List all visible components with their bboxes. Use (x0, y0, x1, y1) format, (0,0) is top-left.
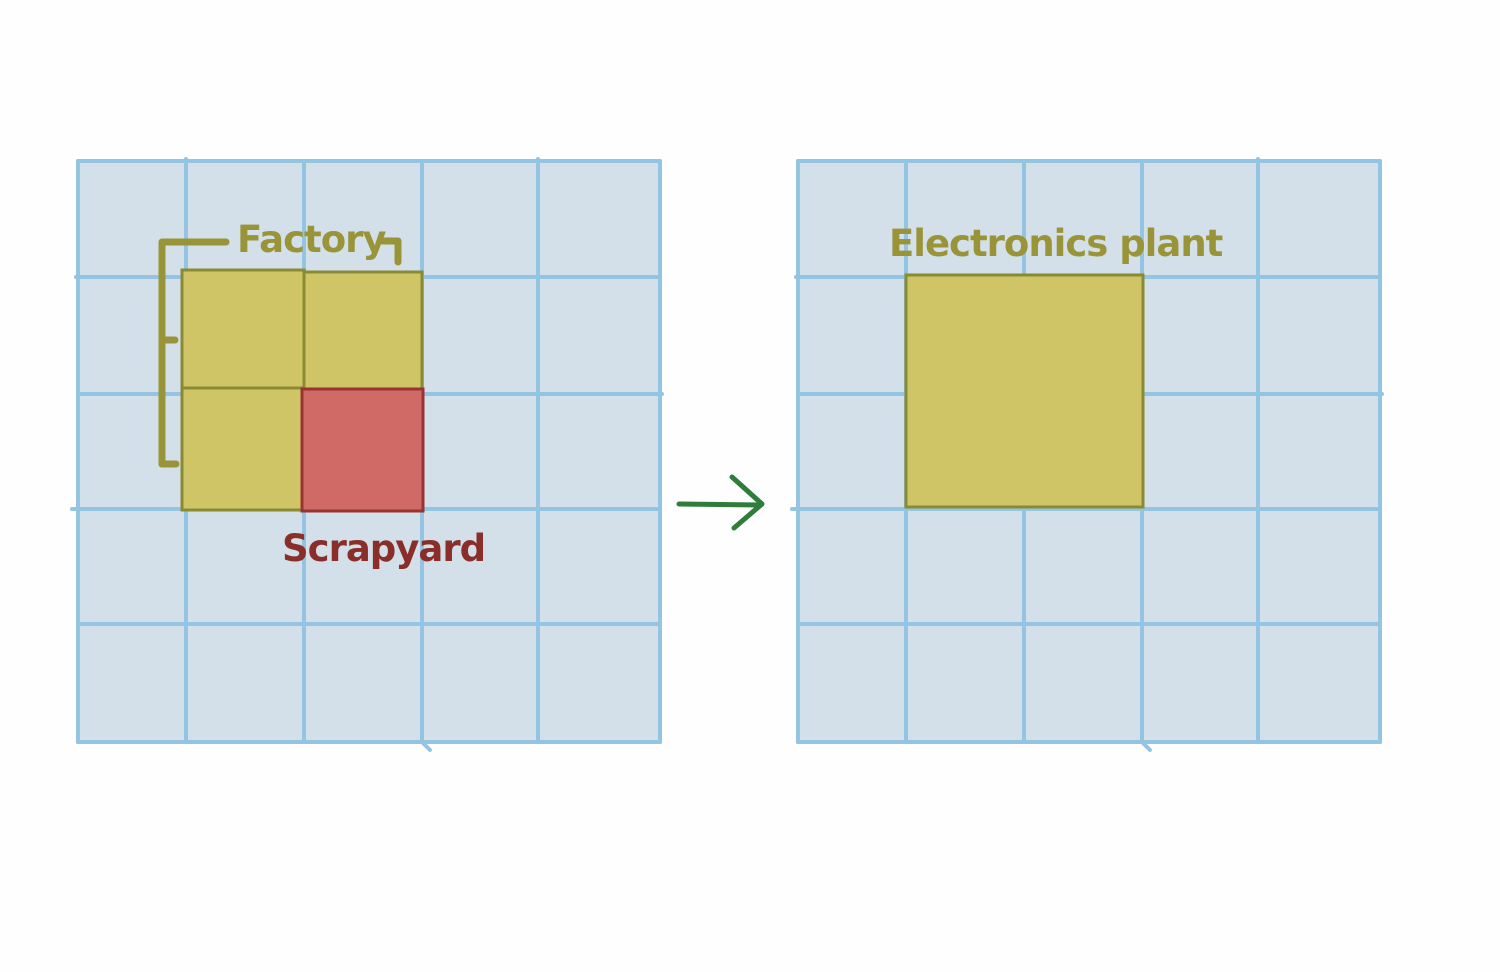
electronics-plant-building (904, 273, 1145, 509)
scrapyard-label: Scrapyard (282, 527, 485, 570)
factory-bracket-right (378, 237, 402, 266)
right-grid-panel: Electronics plant (790, 157, 1384, 752)
factory-cell (302, 270, 424, 391)
transform-arrow-shaft (676, 501, 763, 508)
right-grid-tick (1140, 740, 1152, 752)
factory-bracket (158, 237, 402, 468)
factory-building (180, 268, 424, 512)
transform-arrow-head (729, 474, 765, 531)
left-grid-panel: Factory Scrapyard (70, 157, 664, 752)
transform-arrow-icon (676, 474, 765, 531)
factory-label: Factory (237, 218, 386, 261)
scrapyard-cell (300, 387, 425, 513)
factory-cell (180, 268, 306, 390)
electronics-plant-label: Electronics plant (889, 222, 1223, 265)
factory-bracket-top (158, 238, 230, 468)
right-grid-lines (790, 157, 1384, 752)
left-grid-tick (420, 740, 432, 752)
factory-cell (180, 386, 304, 512)
